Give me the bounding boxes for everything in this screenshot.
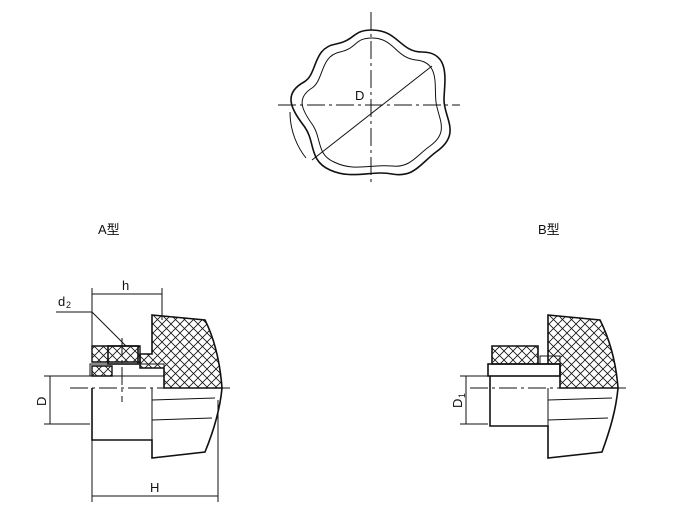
type-a-washer bbox=[89, 363, 165, 377]
type-a-knob-body bbox=[139, 314, 223, 389]
knob-inner-outline bbox=[301, 37, 442, 168]
type-a-insert bbox=[91, 345, 141, 363]
type-a-step-line bbox=[151, 397, 216, 401]
type-b-step-line bbox=[547, 397, 613, 401]
type-b-D1-sub: 1 bbox=[457, 393, 467, 398]
type-a-H-label: H bbox=[150, 480, 159, 495]
type-a-view: A型 h d 2 D H bbox=[34, 222, 230, 502]
top-view: D bbox=[278, 12, 460, 186]
type-b-title: B型 bbox=[538, 222, 560, 237]
knob-outer-outline bbox=[290, 29, 451, 176]
type-a-d2-leader-diag bbox=[91, 311, 127, 347]
diameter-arc bbox=[289, 111, 307, 159]
type-a-d2-sub: 2 bbox=[66, 300, 71, 310]
type-b-knob-body bbox=[491, 314, 619, 389]
type-b-insert-step bbox=[539, 355, 561, 365]
type-a-h-label: h bbox=[122, 278, 129, 293]
type-a-D-label: D bbox=[34, 397, 49, 406]
type-a-title: A型 bbox=[98, 222, 120, 237]
type-b-lower-body bbox=[489, 376, 619, 459]
top-diameter-label: D bbox=[355, 88, 364, 103]
type-a-insert-lower bbox=[91, 365, 113, 377]
type-b-insert bbox=[487, 363, 561, 377]
type-a-d2-label: d bbox=[58, 294, 65, 309]
diameter-line bbox=[311, 65, 433, 161]
type-b-view: B型 D 1 bbox=[450, 222, 626, 459]
type-b-D1-label: D bbox=[450, 399, 465, 408]
type-b-step-line-2 bbox=[547, 417, 609, 421]
type-a-lower-body bbox=[91, 387, 223, 459]
type-a-step-line-2 bbox=[151, 417, 213, 421]
